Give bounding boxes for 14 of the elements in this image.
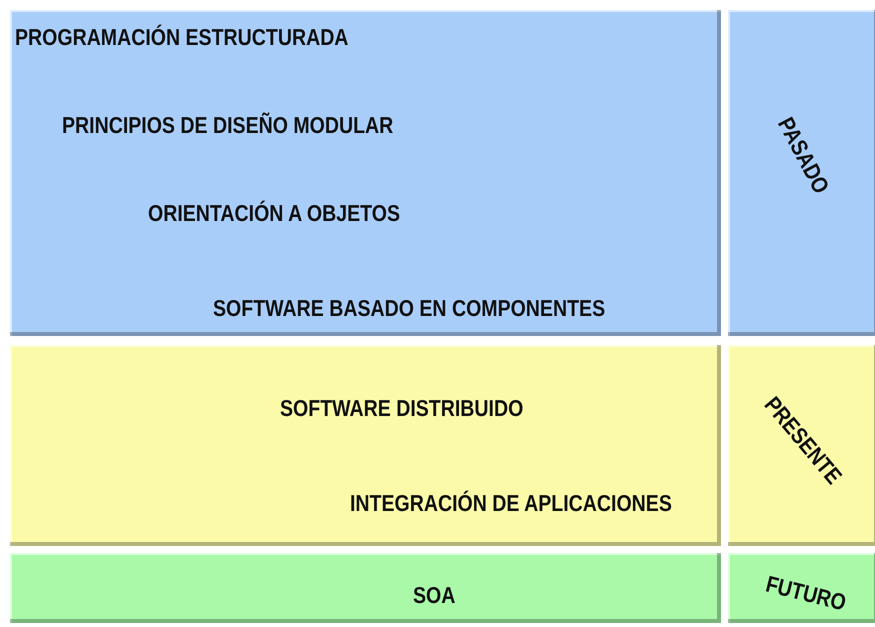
band-label: FUTURO — [764, 572, 848, 614]
timeline-band — [728, 553, 875, 623]
band-label: PROGRAMACIÓN ESTRUCTURADA — [15, 26, 348, 48]
timeline-band — [728, 10, 875, 336]
band-label: INTEGRACIÓN DE APLICACIONES — [350, 492, 672, 514]
band-label: SOA — [413, 584, 456, 606]
band-label: PRINCIPIOS DE DISEÑO MODULAR — [62, 114, 394, 136]
timeline-band — [10, 345, 721, 546]
timeline-band — [10, 10, 721, 336]
band-label: ORIENTACIÓN A OBJETOS — [148, 202, 400, 224]
timeline-band — [728, 345, 875, 546]
band-label: SOFTWARE DISTRIBUIDO — [280, 396, 524, 420]
timeline-band — [10, 553, 721, 623]
band-label: SOFTWARE BASADO EN COMPONENTES — [213, 296, 606, 320]
